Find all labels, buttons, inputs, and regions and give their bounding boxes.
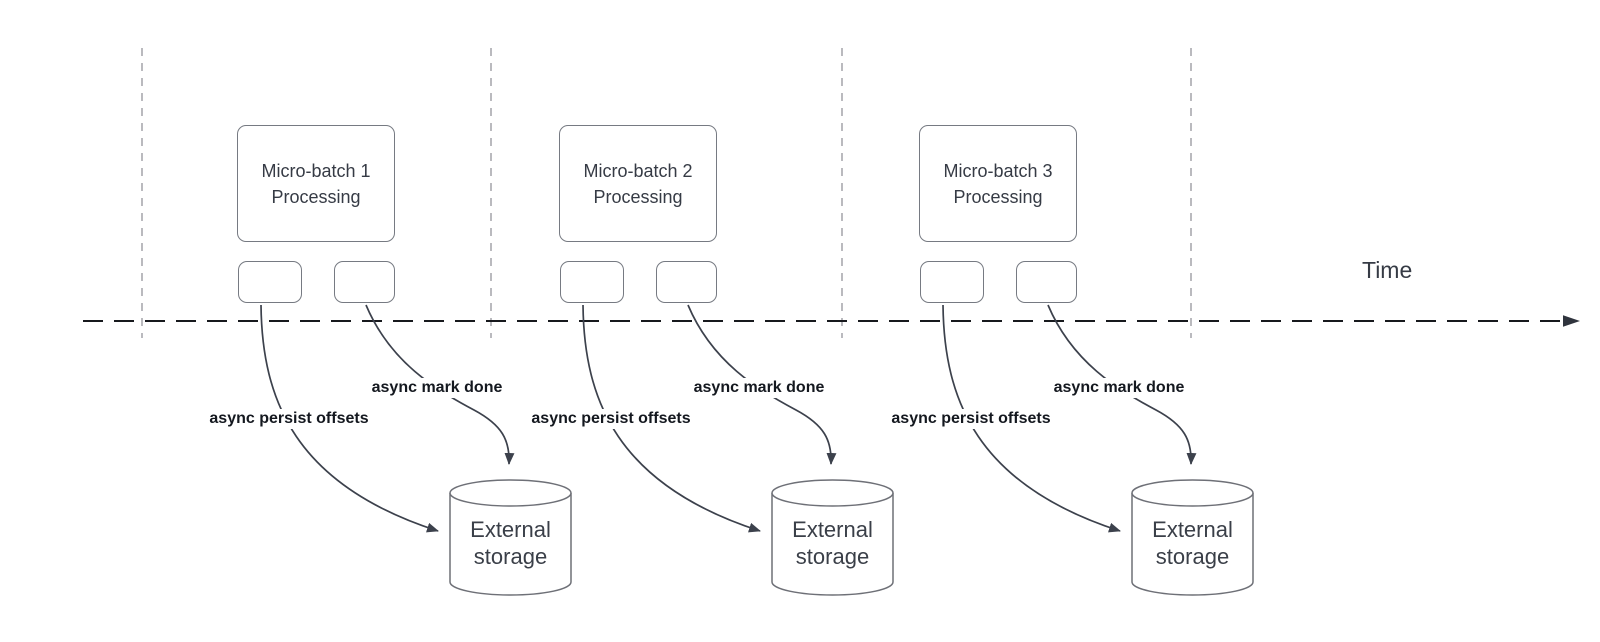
mark-done-arrow: [365, 304, 515, 465]
persist-offsets-task-box-1: [238, 261, 302, 303]
external-storage-cylinder-body: [771, 493, 894, 596]
mark-done-task-box-1: [334, 261, 395, 303]
external-storage-label-2: External storage: [792, 517, 873, 569]
mark-done-task-box-3: [1016, 261, 1077, 303]
micro-batch-title-2: Micro-batch 2 Processing: [583, 160, 693, 207]
external-storage-cylinder-top: [1131, 479, 1254, 507]
micro-batch-group-2-graphics: [582, 304, 894, 596]
micro-batch-group-3-graphics: [942, 304, 1254, 596]
persist-offsets-arrow: [942, 304, 1121, 533]
mark-done-arrow: [1047, 304, 1197, 465]
mark-done-label-2: async mark done: [690, 378, 828, 398]
external-storage-cylinder-top: [771, 479, 894, 507]
external-storage-cylinder-body: [1131, 493, 1254, 596]
external-storage-label-1: External storage: [470, 517, 551, 569]
persist-offsets-arrow: [582, 304, 761, 533]
persist-offsets-label-3: async persist offsets: [888, 409, 1054, 429]
time-axis-label: Time: [1362, 257, 1413, 283]
micro-batch-title-1: Micro-batch 1 Processing: [261, 160, 371, 207]
persist-offsets-label-2: async persist offsets: [528, 409, 694, 429]
micro-batch-box-3: Micro-batch 3 Processing: [919, 125, 1077, 242]
mark-done-task-box-2: [656, 261, 717, 303]
micro-batch-box-1: Micro-batch 1 Processing: [237, 125, 395, 242]
external-storage-cylinder-body: [449, 493, 572, 596]
persist-offsets-label-1: async persist offsets: [206, 409, 372, 429]
micro-batch-group-1-graphics: [260, 304, 572, 596]
micro-batch-title-3: Micro-batch 3 Processing: [943, 160, 1053, 207]
external-storage-cylinder-top: [449, 479, 572, 507]
mark-done-arrow: [687, 304, 837, 465]
mark-done-label-3: async mark done: [1050, 378, 1188, 398]
persist-offsets-task-box-2: [560, 261, 624, 303]
persist-offsets-task-box-3: [920, 261, 984, 303]
persist-offsets-arrow: [260, 304, 439, 533]
time-axis-arrowhead: [1563, 315, 1580, 327]
mark-done-label-1: async mark done: [368, 378, 506, 398]
micro-batch-box-2: Micro-batch 2 Processing: [559, 125, 717, 242]
external-storage-label-3: External storage: [1152, 517, 1233, 569]
